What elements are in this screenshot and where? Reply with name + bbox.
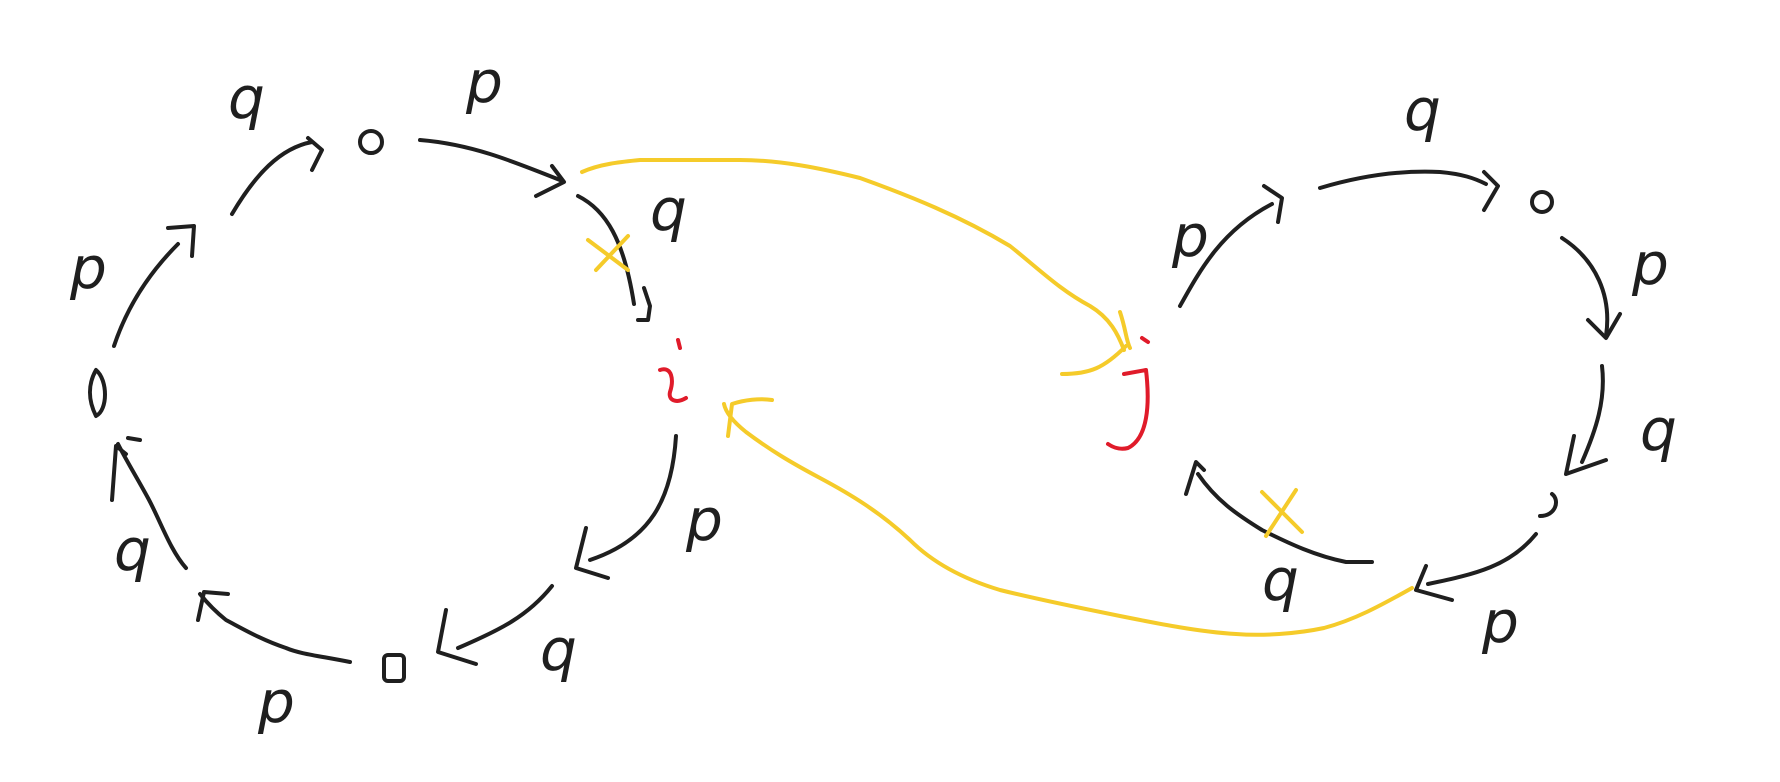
left-label-7: q [114,516,151,584]
right-node-top [1530,190,1554,214]
left-arrowhead-1 [306,136,324,172]
node-j-stroke [1106,368,1150,451]
left-edge-5 [456,584,554,650]
node-i-stroke [658,367,688,403]
left-label-4: p [685,486,723,554]
highlight-arrowhead-top-2 [1118,310,1132,350]
left-arrowhead-7 [110,444,128,502]
right-node-right [1538,492,1558,518]
right-edge-5 [1426,532,1538,586]
right-edge-4 [1580,364,1605,464]
left-label-3: q [650,176,687,244]
right-arrowhead-2 [1482,170,1500,212]
right-label-4: p [1481,588,1519,656]
left-label-5: q [540,616,577,684]
highlight-arrowhead-top [1060,344,1128,376]
cut-mark-right [1260,488,1304,538]
right-label-3: q [1640,396,1677,464]
right-arrowhead-5 [1414,564,1454,602]
left-label-6: p [257,668,295,736]
right-loop [1178,169,1622,602]
right-edge-2 [1318,169,1488,190]
left-edge-6 [198,592,352,664]
left-arrowhead-3 [636,286,652,322]
right-label-6: p [1171,202,1209,270]
right-edge-3 [1560,236,1610,338]
left-label-1: q [228,64,265,132]
right-arrowhead-6 [1184,460,1206,496]
left-edge-7 [116,442,188,570]
left-edge-3 [576,194,636,306]
right-arrowhead-4 [1564,434,1608,476]
left-arrowhead-4 [574,526,610,580]
left-tick-7 [126,436,142,442]
right-loop-labels: q p q p q p j [1171,76,1677,656]
node-i-dot [676,338,682,350]
right-label-5: q [1262,546,1299,614]
left-edge-8 [112,242,180,348]
right-arrowhead-1 [1262,184,1284,224]
left-arrowhead-8 [166,224,196,258]
cut-mark-left [586,234,630,272]
highlight-paths [580,158,1414,637]
left-label-2: p [465,48,503,116]
left-edge-1 [230,140,314,216]
right-arrowhead-3 [1586,312,1622,340]
left-node-top [358,129,384,155]
center-nodes [658,336,1150,451]
right-edge-6 [1196,472,1374,564]
left-loop-labels: q p q p q p q p i [69,48,723,736]
left-arrowhead-6 [196,590,230,622]
left-arrowhead-2 [534,164,566,198]
left-edge-4 [588,434,678,562]
node-j-dot [1140,336,1150,344]
highlight-edge-bottom [722,402,1414,637]
right-edge-1 [1178,202,1274,308]
left-node-bottom [382,653,406,683]
left-loop [88,129,678,683]
left-arrowhead-5 [436,608,478,666]
left-edge-2 [418,138,562,182]
left-label-8: p [69,234,107,302]
left-node-left [88,368,107,418]
highlight-edge-top [580,158,1126,352]
right-label-1: q [1404,76,1441,144]
highlight-arrowhead-bottom [726,397,774,438]
right-label-2: p [1631,230,1669,298]
